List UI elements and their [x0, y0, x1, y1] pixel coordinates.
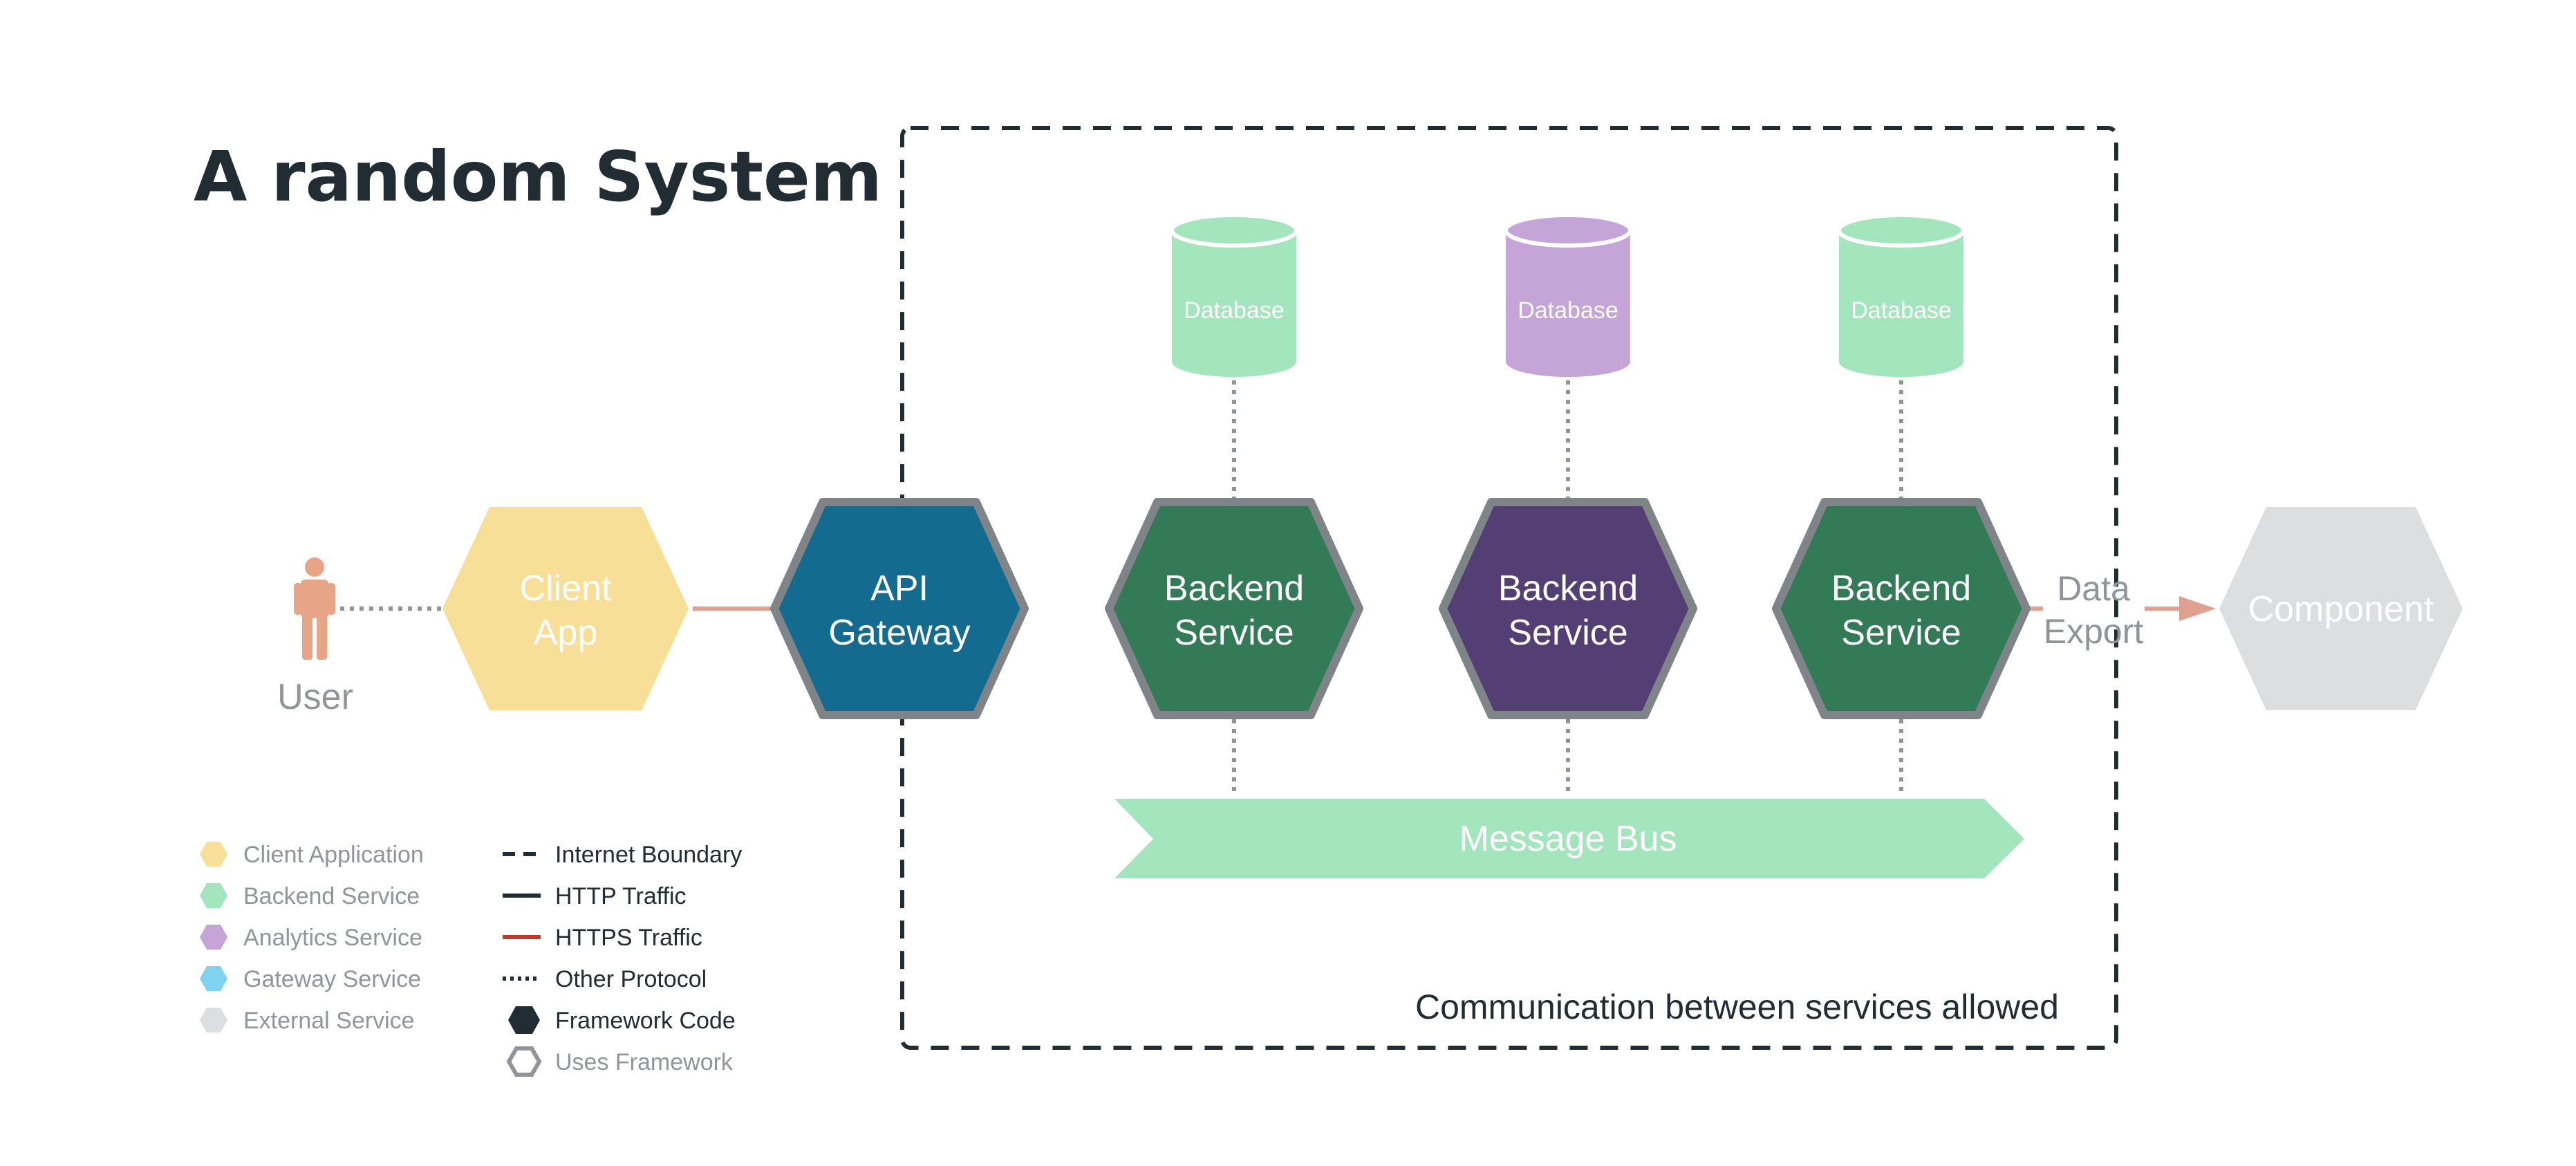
- legend-label-framework-code: Framework Code: [555, 1008, 736, 1034]
- data-export-label: Data: [2057, 569, 2130, 608]
- legend-uses-framework-icon: [506, 1046, 542, 1077]
- legend-label-internet-boundary: Internet Boundary: [555, 842, 742, 868]
- backend-service-2-node[interactable]: [1439, 498, 1697, 719]
- client-app-label: Client: [520, 568, 612, 609]
- legend-swatch-analytics: [200, 925, 227, 950]
- backend-service-1-node[interactable]: [1105, 498, 1363, 719]
- legend-label-client: Client Application: [243, 842, 424, 868]
- legend-swatch-gateway: [200, 966, 227, 991]
- legend-label-external: External Service: [243, 1008, 415, 1034]
- backend-service-3-label: Backend: [1831, 568, 1971, 609]
- boundary-label: Communication between services allowed: [1415, 988, 2059, 1026]
- database-2-label: Database: [1518, 297, 1618, 324]
- external-component-node[interactable]: [2219, 507, 2463, 710]
- database-3-label: Database: [1851, 297, 1952, 324]
- legend-label-https: HTTPS Traffic: [555, 925, 702, 951]
- database-2[interactable]: [1504, 213, 1632, 377]
- backend-service-1-label: Backend: [1164, 568, 1304, 609]
- legend-colors: Client Application Backend Service Analy…: [200, 842, 424, 1034]
- database-1-label: Database: [1184, 297, 1285, 324]
- data-export-label-2: Export: [2044, 612, 2144, 651]
- legend-label-backend: Backend Service: [243, 883, 420, 909]
- export-arrowhead: [2179, 596, 2216, 621]
- backend-service-3-label-2: Service: [1841, 613, 1961, 653]
- api-gateway-node[interactable]: [770, 498, 1029, 719]
- legend-lines: Internet Boundary HTTP Traffic HTTPS Tra…: [503, 842, 742, 1077]
- legend-swatch-client: [200, 842, 227, 867]
- backend-service-3-node[interactable]: [1772, 498, 2031, 719]
- user-icon: [294, 557, 335, 660]
- database-1[interactable]: [1170, 213, 1298, 377]
- legend-label-uses-framework: Uses Framework: [555, 1049, 734, 1075]
- legend-swatch-backend: [200, 883, 227, 908]
- backend-service-2-label-2: Service: [1508, 613, 1627, 653]
- client-app-node[interactable]: [442, 507, 689, 710]
- external-component-label: Component: [2248, 589, 2434, 629]
- message-bus-label: Message Bus: [1459, 819, 1677, 859]
- legend-swatch-external: [200, 1008, 227, 1033]
- database-3[interactable]: [1837, 213, 1966, 377]
- legend-label-analytics: Analytics Service: [243, 925, 422, 951]
- client-app-label-2: App: [534, 613, 598, 653]
- backend-service-1-label-2: Service: [1174, 613, 1294, 653]
- message-bus[interactable]: [1114, 799, 2024, 878]
- diagram-title: A random System: [194, 136, 882, 217]
- api-gateway-label-2: Gateway: [828, 613, 970, 653]
- legend-label-http: HTTP Traffic: [555, 883, 687, 909]
- legend-label-gateway: Gateway Service: [243, 966, 421, 992]
- user-label: User: [277, 677, 353, 717]
- backend-service-2-label: Backend: [1498, 568, 1638, 609]
- api-gateway-label: API: [870, 568, 928, 609]
- legend-label-other-protocol: Other Protocol: [555, 966, 707, 992]
- legend-framework-code-icon: [508, 1006, 540, 1034]
